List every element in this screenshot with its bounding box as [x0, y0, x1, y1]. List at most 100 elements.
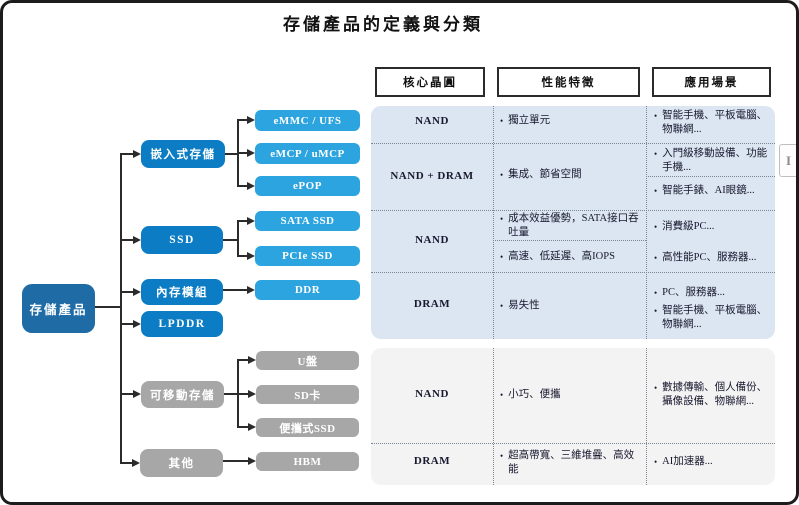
- node-removable-storage: 可移動存儲: [141, 381, 224, 408]
- performance-text: 小巧、便攜: [508, 389, 561, 400]
- bullet-icon: •: [654, 253, 658, 263]
- performance-text: 集成、節省空間: [508, 169, 582, 180]
- performance-text: 成本效益優勢，SATA接口吞吐量: [508, 213, 639, 239]
- connector-child: [237, 119, 247, 121]
- performance-cell: • 超高帶寬、三維堆疊、高效能: [500, 449, 642, 477]
- arrow-icon: [248, 390, 256, 398]
- connector-trunk: [120, 153, 122, 464]
- application-cell: • PC、服務器...: [654, 286, 771, 300]
- connector-branch-5: [120, 393, 133, 395]
- connector-ddr: [223, 289, 247, 291]
- connector-branch-3: [120, 291, 133, 293]
- node-lpddr: LPDDR: [141, 311, 223, 337]
- application-text: 智能手機、平板電腦、物聯網...: [662, 305, 768, 331]
- node-usb-drive: U盤: [256, 351, 359, 370]
- application-cell: • AI加速器...: [654, 455, 771, 469]
- arrow-icon: [248, 423, 256, 431]
- arrow-icon: [248, 457, 256, 465]
- bullet-icon: •: [654, 306, 658, 316]
- bullet-icon: •: [654, 222, 658, 232]
- table-divider: [371, 143, 775, 144]
- wafer-cell: NAND + DRAM: [390, 170, 474, 182]
- bullet-icon: •: [654, 288, 658, 298]
- wafer-cell: NAND: [415, 234, 449, 246]
- arrow-icon: [247, 286, 255, 294]
- bullet-icon: •: [654, 111, 658, 121]
- arrow-icon: [133, 390, 141, 398]
- arrow-icon: [247, 217, 255, 225]
- performance-text: 高速、低延遲、高IOPS: [508, 251, 615, 262]
- application-text: AI加速器...: [662, 456, 713, 467]
- performance-cell: • 易失性: [500, 299, 642, 313]
- application-text: 數據傳輸、個人備份、攝像設備、物聯網...: [662, 382, 768, 408]
- node-other: 其他: [140, 449, 223, 477]
- wafer-cell: NAND: [415, 115, 449, 127]
- node-emmc-ufs: eMMC / UFS: [255, 110, 360, 131]
- bullet-icon: •: [500, 390, 504, 400]
- column-header-core-wafer: 核心晶圓: [375, 67, 485, 97]
- application-text: 高性能PC、服務器...: [662, 252, 757, 263]
- application-text: 智能手機、平板電腦、物聯網...: [662, 110, 768, 136]
- bullet-icon: •: [654, 383, 658, 393]
- application-cell: • 高性能PC、服務器...: [654, 251, 771, 265]
- application-cell: • 數據傳輸、個人備份、攝像設備、物聯網...: [654, 381, 771, 409]
- node-hbm: HBM: [256, 452, 359, 471]
- connector-child: [237, 152, 247, 154]
- performance-text: 易失性: [508, 300, 540, 311]
- connector-ssd-rail: [237, 220, 239, 257]
- application-cell: • 智能手機、平板電腦、物聯網...: [654, 109, 771, 137]
- application-cell: • 智能手機、平板電腦、物聯網...: [654, 304, 771, 332]
- table-subdivider: [493, 240, 646, 241]
- connector-root-stub: [95, 306, 121, 308]
- column-header-performance: 性能特徵: [497, 67, 640, 97]
- node-sd-card: SD卡: [256, 385, 359, 404]
- i-beam-icon: I: [785, 152, 792, 168]
- connector-child: [237, 393, 248, 395]
- connector-removable-stub: [224, 393, 237, 395]
- arrow-icon: [133, 150, 141, 158]
- connector-child: [237, 220, 247, 222]
- application-text: 消費級PC...: [662, 221, 715, 232]
- table-divider: [371, 210, 775, 211]
- performance-cell: • 獨立單元: [500, 114, 642, 128]
- page-title: 存儲產品的定義與分類: [283, 15, 483, 34]
- connector-embedded-stub: [225, 153, 237, 155]
- table-divider: [493, 348, 494, 485]
- bullet-icon: •: [654, 457, 658, 467]
- bullet-icon: •: [500, 451, 504, 461]
- node-portable-ssd: 便攜式SSD: [256, 418, 359, 437]
- table-divider: [493, 106, 494, 339]
- node-embedded-storage: 嵌入式存儲: [141, 140, 225, 168]
- connector-child: [237, 255, 247, 257]
- bullet-icon: •: [500, 170, 504, 180]
- wafer-cell: DRAM: [413, 455, 451, 467]
- node-epop: ePOP: [255, 176, 360, 196]
- connector-branch-1: [120, 153, 133, 155]
- bullet-icon: •: [654, 186, 658, 196]
- upper-table-background: [371, 106, 775, 339]
- arrow-icon: [132, 459, 140, 467]
- table-divider: [371, 443, 775, 444]
- node-ddr: DDR: [255, 280, 360, 300]
- connector-ssd-stub: [223, 239, 237, 241]
- arrow-icon: [247, 149, 255, 157]
- arrow-icon: [133, 236, 141, 244]
- bullet-icon: •: [654, 149, 658, 159]
- arrow-icon: [247, 182, 255, 190]
- application-text: 智能手錶、AI眼鏡...: [662, 185, 755, 196]
- connector-branch-6: [120, 462, 133, 464]
- node-sata-ssd: SATA SSD: [255, 211, 360, 231]
- arrow-icon: [133, 288, 141, 296]
- bullet-icon: •: [500, 252, 504, 262]
- node-storage-products-root: 存儲產品: [22, 284, 95, 333]
- performance-cell: • 成本效益優勢，SATA接口吞吐量: [500, 212, 642, 240]
- side-annotation-widget[interactable]: I: [779, 144, 796, 177]
- connector-hbm: [223, 460, 248, 462]
- arrow-icon: [247, 252, 255, 260]
- connector-branch-4: [120, 323, 133, 325]
- connector-child: [237, 359, 248, 361]
- application-cell: • 消費級PC...: [654, 220, 771, 234]
- table-divider: [371, 272, 775, 273]
- connector-child: [237, 426, 248, 428]
- node-emcp-umcp: eMCP / uMCP: [255, 143, 360, 164]
